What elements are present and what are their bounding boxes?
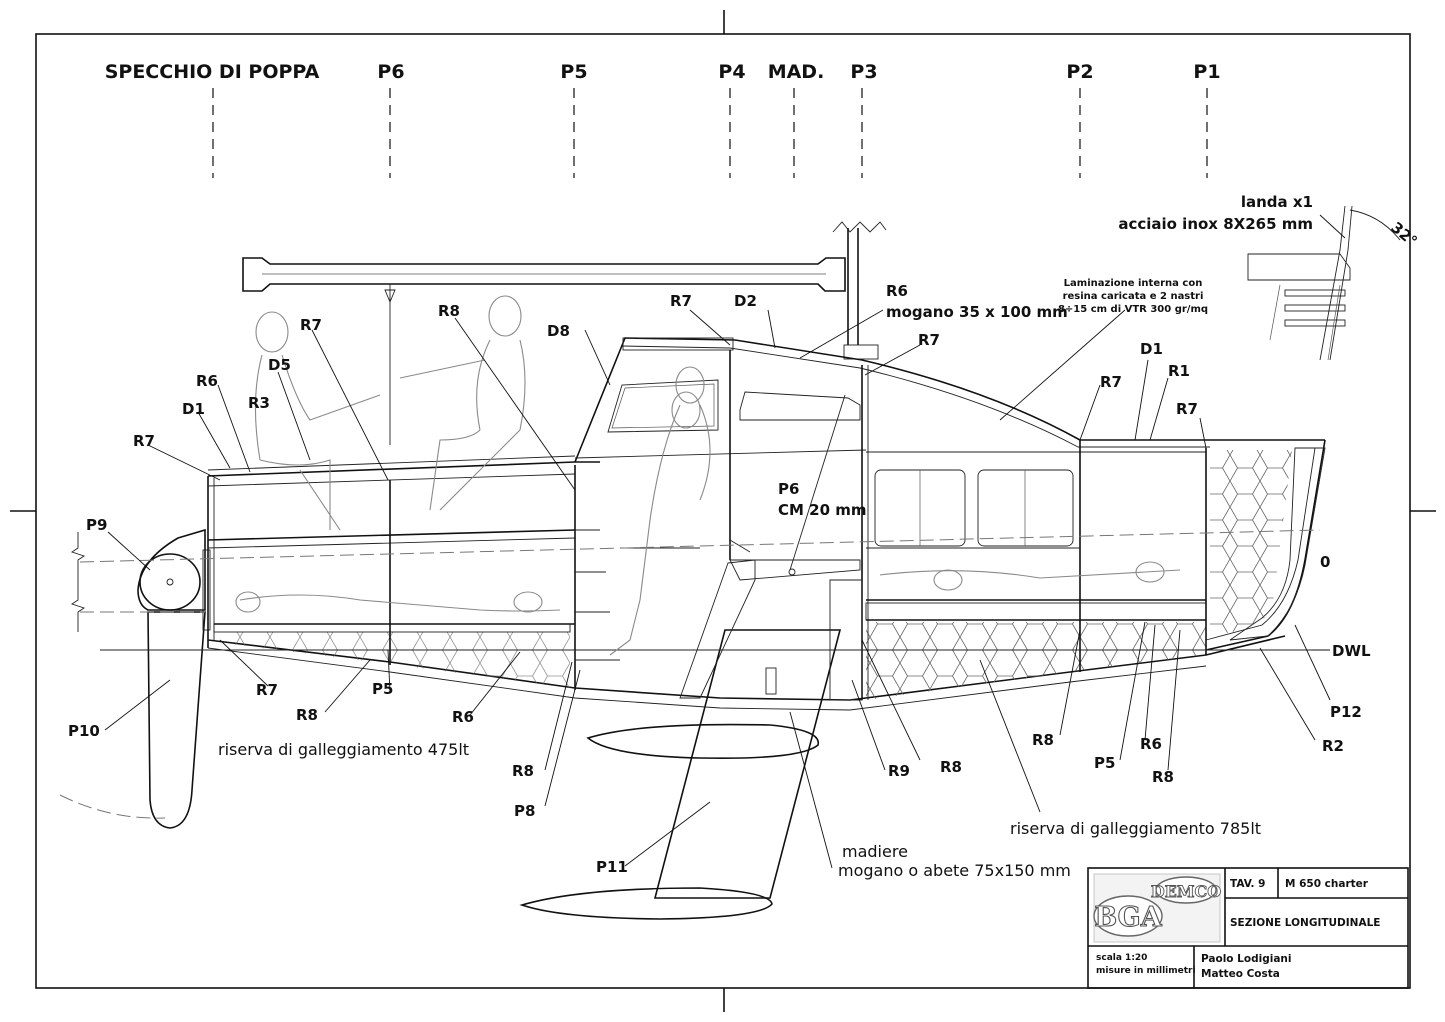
interior — [207, 350, 1207, 701]
label-p10: P10 — [68, 722, 100, 740]
label-d2: D2 — [734, 292, 757, 310]
sheet-frame — [10, 10, 1436, 1012]
label-p5-right: P5 — [1094, 754, 1115, 772]
label-r7-left2: R7 — [133, 432, 155, 450]
station-mad: MAD. — [768, 61, 825, 83]
label-r7-right: R7 — [1100, 373, 1122, 391]
label-lamination-1: Laminazione interna con — [1064, 278, 1203, 289]
author-1: Paolo Lodigiani — [1201, 953, 1291, 965]
mast — [832, 221, 887, 360]
label-p11: P11 — [596, 858, 628, 876]
label-r7-left: R7 — [300, 316, 322, 334]
station-p6: P6 — [377, 61, 404, 83]
sheet-number: TAV. 9 — [1230, 878, 1265, 890]
station-p2: P2 — [1066, 61, 1093, 83]
label-r7-mid: R7 — [670, 292, 692, 310]
station-p1: P1 — [1193, 61, 1220, 83]
logo: BGA DEMCO — [1093, 873, 1222, 943]
boom — [242, 257, 846, 445]
label-mogano: mogano 35 x 100 mm — [886, 303, 1068, 321]
station-p4: P4 — [718, 61, 745, 83]
label-r8-bottom: R8 — [296, 706, 318, 724]
label-d1-right: D1 — [1140, 340, 1163, 358]
label-p6-cm: P6 — [778, 480, 799, 498]
model-name: M 650 charter — [1285, 878, 1369, 890]
rudder — [59, 528, 211, 829]
label-r7-far: R7 — [1176, 400, 1198, 418]
buoyancy-chambers — [213, 450, 1292, 700]
label-madiere: madiere — [842, 842, 908, 861]
keel — [519, 629, 842, 920]
station-p5: P5 — [560, 61, 587, 83]
label-r9: R9 — [888, 762, 910, 780]
label-p12: P12 — [1330, 703, 1362, 721]
label-r1: R1 — [1168, 362, 1190, 380]
label-r8-b4: R8 — [1032, 731, 1054, 749]
label-madiere-spec: mogano o abete 75x150 mm — [838, 861, 1071, 880]
label-p6-cm-spec: CM 20 mm — [778, 501, 867, 519]
scale-text: scala 1:20 — [1096, 953, 1147, 963]
label-d5: D5 — [268, 356, 291, 374]
label-r6-top: R6 — [886, 282, 908, 300]
units-text: misure in millimetri — [1096, 966, 1196, 976]
station-p3: P3 — [850, 61, 877, 83]
label-lamination-2: resina caricata e 2 nastri — [1063, 291, 1204, 302]
title-block: BGA DEMCO TAV. 9 M 650 charter SEZIONE L… — [1087, 867, 1409, 989]
label-landa-spec: acciaio inox 8X265 mm — [1118, 215, 1313, 233]
label-r7-bottom: R7 — [256, 681, 278, 699]
label-zero: 0 — [1320, 553, 1330, 571]
leader-lines — [104, 214, 1346, 869]
label-d8: D8 — [547, 322, 570, 340]
label-r8-b2: R8 — [512, 762, 534, 780]
logo-demco: DEMCO — [1151, 882, 1222, 901]
label-p9: P9 — [86, 516, 107, 534]
label-d1-left: D1 — [182, 400, 205, 418]
label-r8-top: R8 — [438, 302, 460, 320]
author-2: Matteo Costa — [1201, 968, 1280, 980]
waterlines — [70, 529, 1330, 651]
logo-bga: BGA — [1094, 902, 1162, 933]
label-riserva-475: riserva di galleggiamento 475lt — [218, 740, 469, 759]
label-landa: landa x1 — [1241, 193, 1313, 211]
station-lines — [212, 88, 1208, 178]
label-r2: R2 — [1322, 737, 1344, 755]
station-stern: SPECCHIO DI POPPA — [105, 61, 320, 83]
label-r8-right: R8 — [1152, 768, 1174, 786]
label-riserva-785: riserva di galleggiamento 785lt — [1010, 819, 1261, 838]
label-angle: 32° — [1387, 218, 1420, 250]
label-r8-b3: R8 — [940, 758, 962, 776]
station-labels: SPECCHIO DI POPPA P6 P5 P4 MAD. P3 P2 P1 — [105, 61, 1221, 83]
label-p5-bottom: P5 — [372, 680, 393, 698]
label-r6-left: R6 — [196, 372, 218, 390]
drawing-title: SEZIONE LONGITUDINALE — [1230, 917, 1380, 929]
label-dwl: DWL — [1332, 642, 1371, 660]
crew-figures — [235, 295, 1181, 656]
chainplate-detail — [1247, 205, 1401, 361]
label-r7-a: R7 — [918, 331, 940, 349]
label-r6-right: R6 — [1140, 735, 1162, 753]
label-p8: P8 — [514, 802, 535, 820]
label-r6-bottom: R6 — [452, 708, 474, 726]
label-lamination-3: 8÷15 cm di VTR 300 gr/mq — [1058, 304, 1208, 315]
label-r3: R3 — [248, 394, 270, 412]
